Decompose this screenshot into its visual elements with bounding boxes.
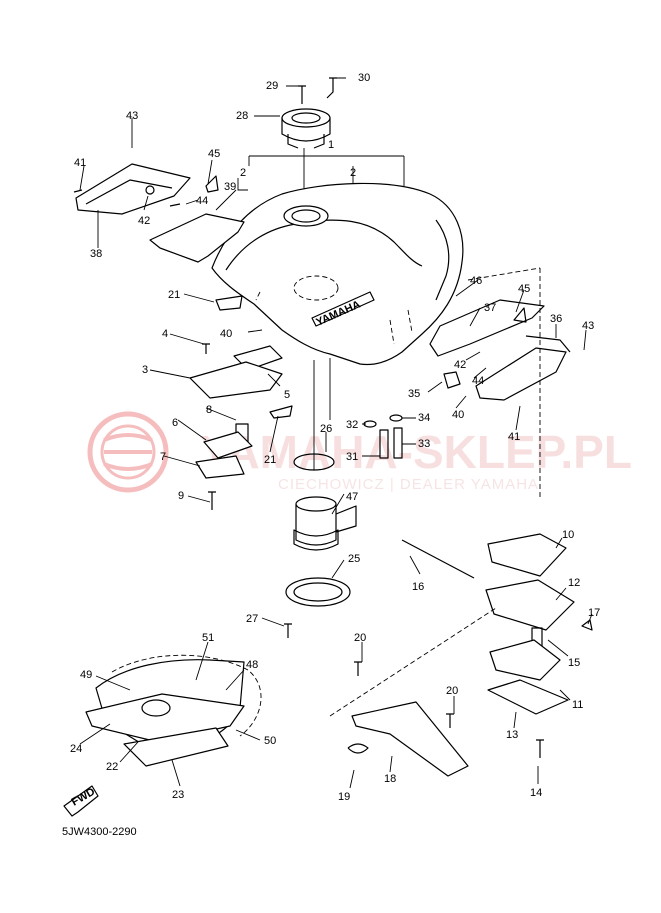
callout-label: 31 [346,451,358,463]
callout-label: 26 [320,423,332,435]
callout-label: 43 [126,110,138,122]
callout-label: 27 [246,613,258,625]
callout-label: 16 [412,581,424,593]
callout-label: 9 [178,490,184,502]
assembly-bracket [237,148,405,286]
heat-shield [85,654,262,767]
right-side-cover [429,267,571,500]
callout-label: 2 [240,167,246,179]
callout-label: 38 [90,248,102,260]
callout-label: 44 [472,375,484,387]
callout-label: 36 [550,313,562,325]
callout-label: 42 [454,359,466,371]
callout-labels: 29 30 28 1 2 2 43 41 45 44 39 42 38 46 3… [70,72,600,803]
callout-label: 45 [518,283,530,295]
yamaha-tuning-fork-emblem [87,411,169,493]
callout-label: 7 [160,451,166,463]
callout-label: 20 [446,685,458,697]
drawing-code: 5JW4300-2290 [62,826,137,838]
callout-label: 50 [264,735,276,747]
callout-label: 4 [162,328,168,340]
fuel-pump [284,358,357,638]
callout-label: 23 [172,789,184,801]
breather-parts [363,371,461,459]
callout-label: 15 [568,657,580,669]
callout-label: 10 [562,529,574,541]
forward-arrow-icon: FWD [63,785,99,817]
callout-label: 40 [220,328,232,340]
callout-label: 33 [418,438,430,450]
callout-label: 47 [346,491,358,503]
callout-label: 45 [208,148,220,160]
callout-label: 24 [70,743,82,755]
callout-label: 17 [588,607,600,619]
callout-label: 1 [328,139,334,151]
callout-label: 46 [470,275,482,287]
callout-label: 30 [358,72,370,84]
callout-label: 14 [530,787,542,799]
callout-label: 42 [138,215,150,227]
left-side-cover [73,163,245,263]
lower-bracket [329,607,497,777]
callout-label: 3 [142,364,148,376]
callout-label: 20 [354,632,366,644]
rear-mount [401,533,593,758]
callout-label: 8 [206,404,212,416]
callout-label: 6 [172,417,178,429]
callout-label: 28 [236,110,248,122]
callout-label: 12 [568,577,580,589]
callout-label: 37 [484,302,496,314]
callout-label: 43 [582,320,594,332]
callout-label: 48 [246,659,258,671]
callout-label: 39 [224,181,236,193]
callout-label: 25 [348,553,360,565]
fuel-tank: YAMAHA [211,182,464,366]
callout-label: 22 [106,761,118,773]
callout-label: 41 [74,157,86,169]
callout-label: 13 [506,729,518,741]
callout-label: 51 [202,632,214,644]
callout-label: 18 [384,773,396,785]
watermark-subtitle: CIECHOWICZ | DEALER YAMAHA [278,476,539,493]
callout-label: 19 [338,791,350,803]
callout-label: 40 [452,409,464,421]
callout-label: 35 [408,388,420,400]
callout-label: 49 [80,669,92,681]
callout-label: 11 [572,699,583,711]
callout-label: 21 [264,454,276,466]
fuel-cap-assembly [281,77,337,149]
callout-label: 44 [196,195,208,207]
watermark: YAMAHA-SKLEP.PL CIECHOWICZ | DEALER YAMA… [87,411,632,493]
callout-label: 5 [284,389,290,401]
watermark-title: YAMAHA-SKLEP.PL [200,426,632,478]
leader-lines [79,77,593,789]
callout-label: 29 [266,80,278,92]
callout-label: 2 [350,167,356,179]
callout-label: 41 [508,431,520,443]
callout-label: 32 [346,419,358,431]
callout-label: 34 [418,412,430,424]
callout-label: 21 [168,289,180,301]
